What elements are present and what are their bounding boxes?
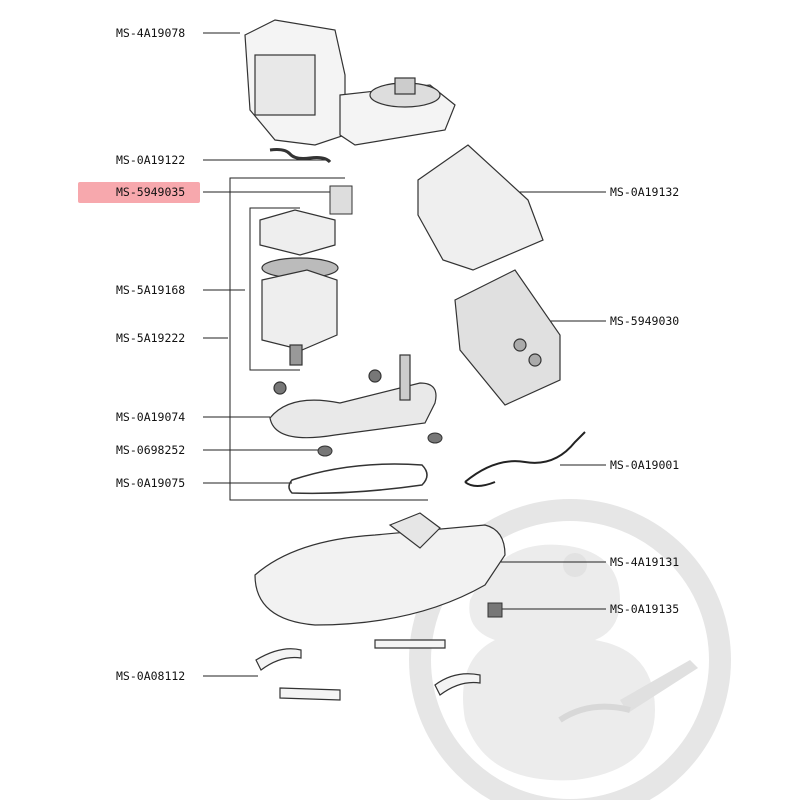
part-label-0a19135[interactable]: MS-0A19135	[610, 602, 680, 616]
part-bracket	[417, 144, 544, 271]
part-label-0a19132[interactable]: MS-0A19132	[610, 185, 680, 199]
part-belt	[288, 463, 428, 495]
part-label-0a19122[interactable]: MS-0A19122	[116, 153, 186, 167]
part-spring	[269, 148, 332, 164]
part-label-0a19075[interactable]: MS-0A19075	[116, 476, 186, 490]
watermark-logo	[409, 499, 731, 800]
part-switch	[487, 602, 503, 618]
part-belt-plate	[269, 354, 437, 439]
part-feet	[317, 432, 443, 457]
part-label-0a19001[interactable]: MS-0A19001	[610, 458, 680, 472]
part-label-0698252[interactable]: MS-0698252	[116, 443, 186, 457]
part-label-0a08112[interactable]: MS-0A08112	[116, 669, 186, 683]
part-motor	[259, 209, 339, 366]
part-power-cord	[464, 431, 586, 487]
part-motor-housing	[244, 19, 456, 146]
part-label-5a19222[interactable]: MS-5A19222	[116, 331, 186, 345]
part-label-4a19078[interactable]: MS-4A19078	[116, 26, 186, 40]
part-anti-slip-pads	[255, 639, 481, 701]
part-small-board	[329, 185, 353, 215]
part-pcb	[454, 269, 561, 406]
part-label-0a19074[interactable]: MS-0A19074	[116, 410, 186, 424]
part-label-4a19131[interactable]: MS-4A19131	[610, 555, 680, 569]
selected-part-highlight	[78, 182, 200, 203]
part-label-5a19168[interactable]: MS-5A19168	[116, 283, 186, 297]
part-label-5949030[interactable]: MS-5949030	[610, 314, 680, 328]
part-label-5949035[interactable]: MS-5949035	[116, 185, 186, 199]
leader-lines	[203, 32, 606, 677]
part-base	[254, 512, 506, 626]
